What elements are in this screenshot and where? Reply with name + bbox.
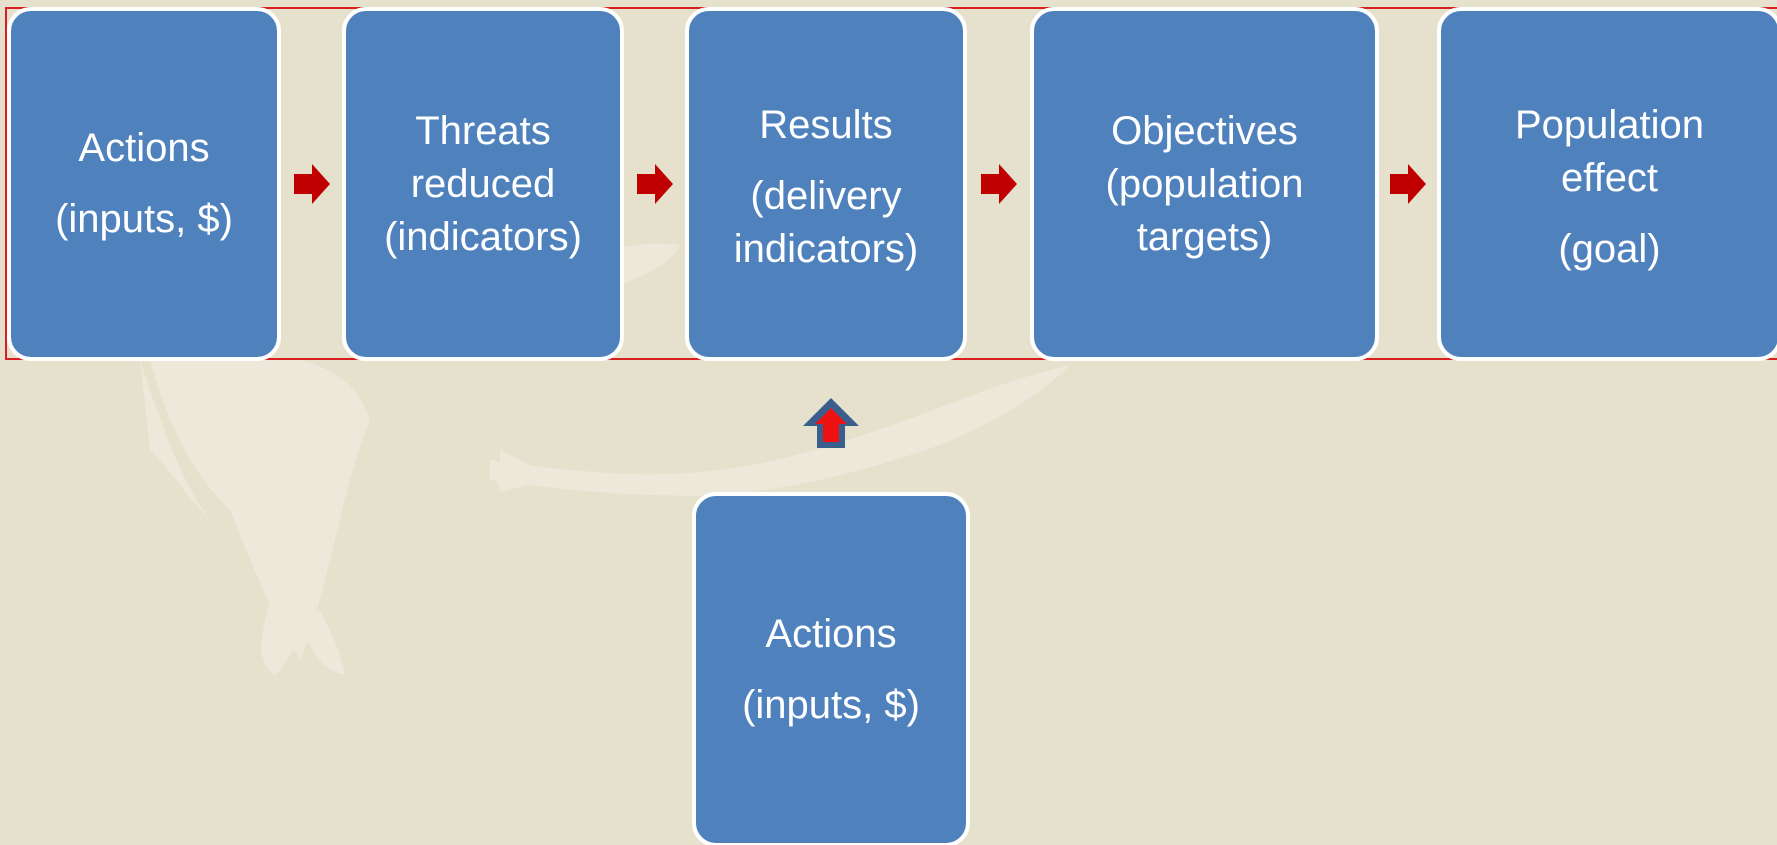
box-title: Actions [765,611,897,656]
arrow-up-icon [803,398,859,448]
box-title: Threats [415,108,551,153]
box-title: Objectives [1111,108,1298,153]
flow-box-actions-bottom: Actions (inputs, $) [692,492,970,845]
box-subtitle: (delivery [750,174,902,218]
flow-box-threats-reduced: Threats reduced (indicators) [342,7,624,361]
flow-box-population-effect: Population effect (goal) [1437,7,1777,361]
box-title-cont: reduced [410,161,556,206]
arrow-right-icon [294,164,330,204]
arrow-right-icon [981,164,1017,204]
box-title: Actions [78,126,210,170]
box-subtitle: (goal) [1558,227,1661,271]
box-subtitle-cont: indicators) [733,227,919,271]
box-subtitle: (inputs, $) [742,682,920,727]
arrow-right-icon [637,164,673,204]
box-subtitle: (population [1105,161,1304,206]
box-title-cont: effect [1560,156,1659,200]
box-subtitle: (indicators) [384,214,582,259]
box-title: Results [759,103,893,147]
flow-box-actions: Actions (inputs, $) [7,7,281,361]
arrow-right-icon [1390,164,1426,204]
flow-box-results: Results (delivery indicators) [685,7,967,361]
box-title: Population [1514,103,1705,147]
box-subtitle: (inputs, $) [55,197,233,241]
box-subtitle-cont: targets) [1136,214,1273,259]
flow-box-objectives: Objectives (population targets) [1030,7,1379,361]
